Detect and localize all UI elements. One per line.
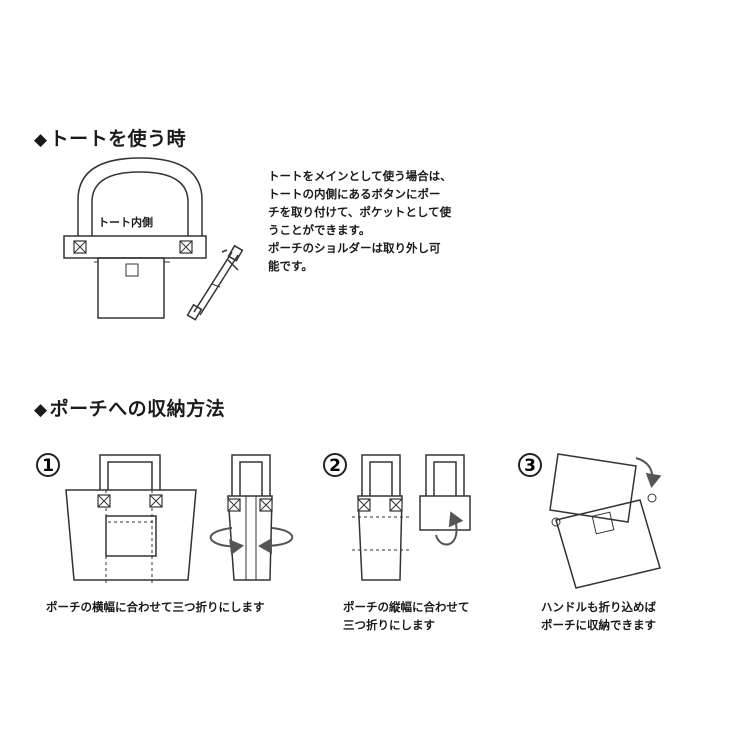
svg-text:3: 3 xyxy=(524,456,536,476)
step-1-number: 1 xyxy=(36,453,60,477)
shoulder-strap-illustration xyxy=(186,244,244,321)
use-description: トートをメインとして使う場合は、 トートの内側にあるボタンにポー チを取り付けて… xyxy=(268,169,452,273)
tote-with-pouch-illustration: トート内側 xyxy=(63,157,207,319)
tote-inside-label: トート内側 xyxy=(98,215,153,229)
step-2-short-folded-tote-illustration xyxy=(419,454,471,546)
step-2-number: 2 xyxy=(323,453,347,477)
svg-text:1: 1 xyxy=(42,456,54,476)
svg-text:2: 2 xyxy=(329,456,341,476)
step-3-number: 3 xyxy=(518,453,542,477)
step-1-folded-tote-illustration xyxy=(209,454,294,581)
step-1-open-tote-illustration xyxy=(65,454,197,586)
section-store-heading: ◆ポーチへの収納方法 xyxy=(34,398,226,420)
diamond-bullet-icon: ◆ xyxy=(34,400,48,420)
step-3-pouch-illustration xyxy=(549,453,662,589)
section-use-heading: ◆トートを使う時 xyxy=(34,128,187,150)
step-3-caption: ハンドルも折り込めば ポーチに収納できます xyxy=(541,600,656,632)
step-1-caption: ポーチの横幅に合わせて三つ折りにします xyxy=(46,600,265,614)
step-2-tall-folded-tote-illustration xyxy=(352,454,410,581)
diamond-bullet-icon: ◆ xyxy=(34,130,48,150)
step-2-caption: ポーチの縦幅に合わせて 三つ折りにします xyxy=(343,600,470,632)
